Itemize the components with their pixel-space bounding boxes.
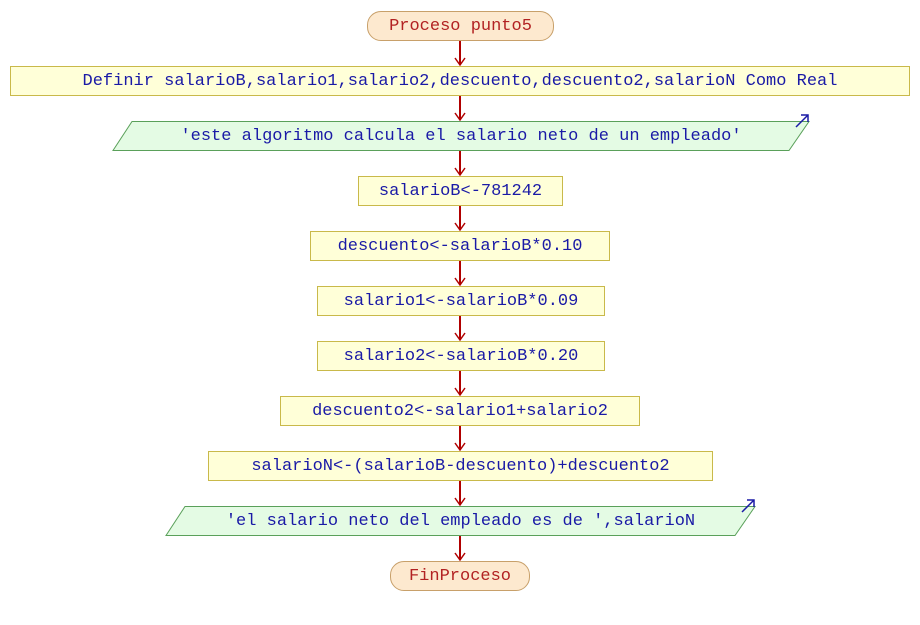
assign-descuento2-text: descuento2<-salario1+salario2 xyxy=(312,401,608,421)
output-result-message[interactable]: 'el salario neto del empleado es de ',sa… xyxy=(165,506,756,536)
connector-arrowhead-icon xyxy=(454,277,466,287)
assign-descuento-step[interactable]: descuento<-salarioB*0.10 xyxy=(310,231,610,261)
assign-salario1-text: salario1<-salarioB*0.09 xyxy=(343,291,579,311)
assign-salarion-text: salarioN<-(salarioB-descuento)+descuento… xyxy=(251,456,670,476)
assign-salario2-step[interactable]: salario2<-salarioB*0.20 xyxy=(317,341,605,371)
output-arrow-icon xyxy=(795,114,809,128)
parallelogram-shape xyxy=(165,506,756,536)
assign-salariob-step[interactable]: salarioB<-781242 xyxy=(358,176,563,206)
output-intro-message[interactable]: 'este algoritmo calcula el salario neto … xyxy=(112,121,810,151)
connector-arrowhead-icon xyxy=(454,332,466,342)
connector-arrowhead-icon xyxy=(454,112,466,122)
end-terminal[interactable]: FinProceso xyxy=(390,561,530,591)
connector-arrowhead-icon xyxy=(454,552,466,562)
output-intro-text: 'este algoritmo calcula el salario neto … xyxy=(180,126,742,146)
connector-arrowhead-icon xyxy=(454,222,466,232)
assign-salario1-step[interactable]: salario1<-salarioB*0.09 xyxy=(317,286,605,316)
define-variables-step[interactable]: Definir salarioB,salario1,salario2,descu… xyxy=(10,66,910,96)
define-variables-text: Definir salarioB,salario1,salario2,descu… xyxy=(82,71,838,91)
connector-arrowhead-icon xyxy=(454,167,466,177)
assign-salario2-text: salario2<-salarioB*0.20 xyxy=(343,346,579,366)
assign-salarion-step[interactable]: salarioN<-(salarioB-descuento)+descuento… xyxy=(208,451,713,481)
start-terminal[interactable]: Proceso punto5 xyxy=(367,11,554,41)
assign-descuento2-step[interactable]: descuento2<-salario1+salario2 xyxy=(280,396,640,426)
connector-arrowhead-icon xyxy=(454,442,466,452)
start-label: Proceso punto5 xyxy=(389,16,532,36)
end-label: FinProceso xyxy=(408,566,512,586)
connector-arrowhead-icon xyxy=(454,57,466,67)
connector-arrowhead-icon xyxy=(454,387,466,397)
assign-descuento-text: descuento<-salarioB*0.10 xyxy=(337,236,583,256)
parallelogram-shape xyxy=(112,121,810,151)
output-arrow-icon xyxy=(741,499,755,513)
connector-arrowhead-icon xyxy=(454,497,466,507)
assign-salariob-text: salarioB<-781242 xyxy=(378,181,543,201)
output-result-text: 'el salario neto del empleado es de ',sa… xyxy=(225,511,696,531)
